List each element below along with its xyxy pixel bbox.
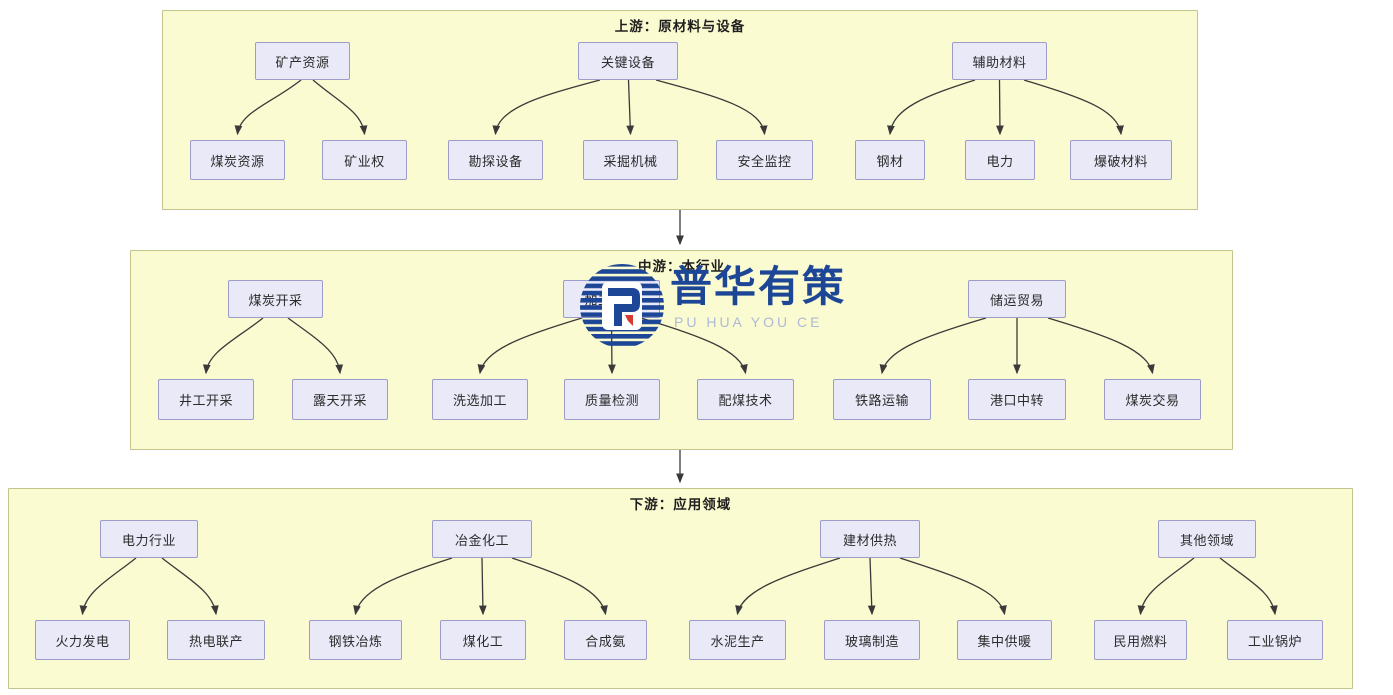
node-steel-smelting: 钢铁冶炼 bbox=[309, 620, 402, 660]
node-mining-machinery: 采掘机械 bbox=[583, 140, 678, 180]
node-coal-chemical: 煤化工 bbox=[440, 620, 526, 660]
node-port-transfer: 港口中转 bbox=[968, 379, 1066, 420]
node-mineral-resources: 矿产资源 bbox=[255, 42, 350, 80]
node-rail-transport: 铁路运输 bbox=[833, 379, 931, 420]
node-quality-inspection: 质量检测 bbox=[564, 379, 660, 420]
node-industrial-boiler: 工业锅炉 bbox=[1227, 620, 1323, 660]
node-civil-fuel: 民用燃料 bbox=[1094, 620, 1187, 660]
node-blasting-materials: 爆破材料 bbox=[1070, 140, 1172, 180]
node-glass-manufacturing: 玻璃制造 bbox=[824, 620, 920, 660]
node-electricity: 电力 bbox=[965, 140, 1035, 180]
section-midstream-title: 中游：本行业 bbox=[638, 259, 725, 274]
section-upstream-title: 上游：原材料与设备 bbox=[614, 19, 746, 34]
node-chp-cogeneration: 热电联产 bbox=[167, 620, 265, 660]
node-safety-monitoring: 安全监控 bbox=[716, 140, 813, 180]
puhuayouce-logo-icon bbox=[580, 264, 664, 348]
node-cement-production: 水泥生产 bbox=[689, 620, 786, 660]
node-coal-trading: 煤炭交易 bbox=[1104, 379, 1201, 420]
section-downstream-title: 下游：应用领域 bbox=[629, 497, 732, 512]
node-washing-processing: 洗选加工 bbox=[432, 379, 528, 420]
node-open-pit-mining: 露天开采 bbox=[292, 379, 388, 420]
node-metallurgy-chemical: 冶金化工 bbox=[432, 520, 532, 558]
node-storage-transport-trade: 储运贸易 bbox=[968, 280, 1066, 318]
node-central-heating: 集中供暖 bbox=[957, 620, 1052, 660]
node-key-equipment: 关键设备 bbox=[578, 42, 678, 80]
node-thermal-power: 火力发电 bbox=[35, 620, 130, 660]
node-power-industry: 电力行业 bbox=[100, 520, 198, 558]
node-coal-mining: 煤炭开采 bbox=[228, 280, 323, 318]
watermark-brand-cn: 普华有策 bbox=[670, 263, 847, 310]
node-coal-resources: 煤炭资源 bbox=[190, 140, 285, 180]
node-exploration-equipment: 勘探设备 bbox=[448, 140, 543, 180]
watermark-brand-en: PU HUA YOU CE bbox=[674, 314, 823, 330]
puhuayouce-watermark: 普华有策 PU HUA YOU CE bbox=[578, 262, 848, 352]
node-mining-rights: 矿业权 bbox=[322, 140, 407, 180]
node-auxiliary-materials: 辅助材料 bbox=[952, 42, 1047, 80]
node-building-materials-heating: 建材供热 bbox=[820, 520, 920, 558]
node-coal-blending-tech: 配煤技术 bbox=[697, 379, 794, 420]
node-synthetic-ammonia: 合成氨 bbox=[564, 620, 647, 660]
node-other-fields: 其他领域 bbox=[1158, 520, 1256, 558]
node-steel: 钢材 bbox=[855, 140, 925, 180]
node-underground-mining: 井工开采 bbox=[158, 379, 254, 420]
